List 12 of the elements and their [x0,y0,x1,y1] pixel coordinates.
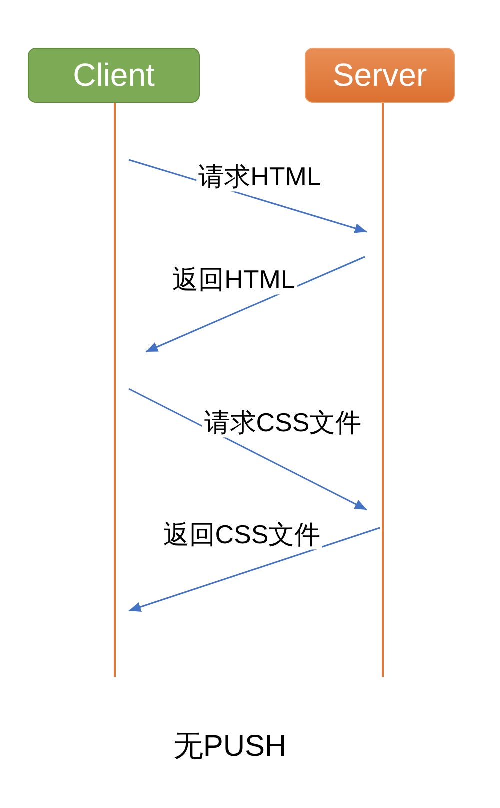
caption: 无PUSH [173,730,287,764]
lifeline [114,103,116,677]
arrow [128,527,380,612]
participant-box: Client [28,48,200,103]
edge-label: 请求CSS文件 [202,408,364,438]
edge-label: 返回CSS文件 [161,520,323,550]
lifeline [382,103,384,677]
edge-label: 返回HTML [170,266,298,294]
participant-box: Server [305,48,455,103]
arrow [128,388,368,511]
edge-label: 请求HTML [196,162,324,192]
arrow [146,256,366,353]
